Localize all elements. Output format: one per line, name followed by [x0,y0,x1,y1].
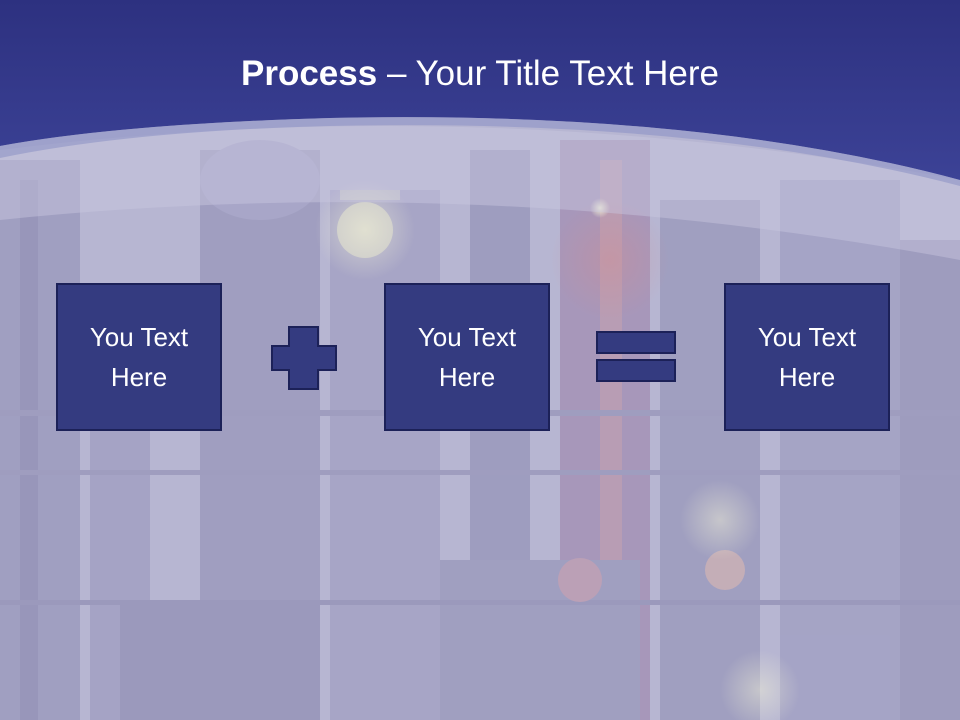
title-rest: – Your Title Text Here [377,54,719,93]
process-box-3[interactable]: You Text Here [724,283,890,431]
title-bold: Process [241,54,378,93]
process-box-2-label: You Text Here [417,322,517,392]
slide-title: Process – Your Title Text Here [0,52,960,96]
process-box-1-label: You Text Here [89,322,189,392]
process-box-2[interactable]: You Text Here [384,283,550,431]
refinery-photo [0,140,960,720]
process-box-3-label: You Text Here [757,322,857,392]
process-box-1[interactable]: You Text Here [56,283,222,431]
